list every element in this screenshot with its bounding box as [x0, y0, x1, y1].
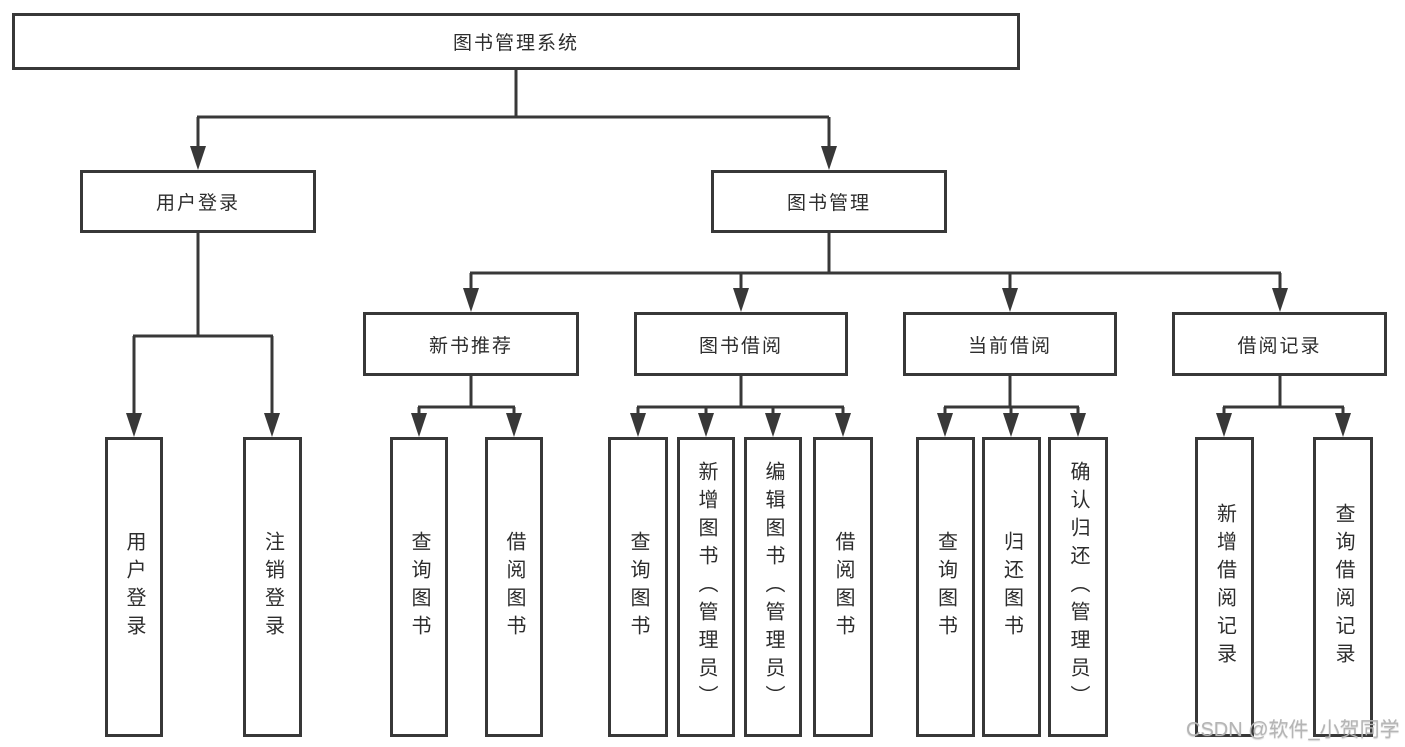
leaf-query-books-current-label: 查询图书	[934, 531, 957, 643]
connector-bookborrow-to-leaves	[630, 376, 851, 437]
node-book-borrow-label: 图书借阅	[698, 335, 783, 357]
leaf-user-login-label: 用户登录	[123, 531, 145, 643]
node-new-book-recommend-label: 新书推荐	[428, 335, 513, 357]
node-book-management: 图书管理	[711, 170, 947, 233]
node-user-login-label: 用户登录	[155, 193, 240, 214]
leaf-add-borrow-record-label: 新增借阅记录	[1213, 503, 1236, 671]
connector-root-to-level2	[190, 70, 837, 170]
leaf-query-books-recommend-label: 查询图书	[408, 531, 430, 643]
leaf-logout-label: 注销登录	[261, 531, 284, 643]
leaf-borrow-books-recommend: 借阅图书	[485, 437, 543, 737]
leaf-borrow-books-label: 借阅图书	[832, 531, 854, 643]
leaf-query-books-borrow: 查询图书	[608, 437, 668, 737]
connector-bookmgmt-to-level3	[463, 233, 1288, 312]
leaf-user-login: 用户登录	[105, 437, 163, 737]
node-user-login: 用户登录	[80, 170, 316, 233]
leaf-borrow-books: 借阅图书	[813, 437, 873, 737]
connector-userlogin-to-leaves	[126, 233, 280, 437]
leaf-edit-books-admin: 编辑图书（管理员）	[744, 437, 802, 737]
node-book-management-label: 图书管理	[786, 193, 871, 214]
node-book-borrow: 图书借阅	[634, 312, 848, 376]
leaf-return-books: 归还图书	[982, 437, 1041, 737]
node-root-label: 图书管理系统	[452, 33, 579, 54]
leaf-borrow-books-recommend-label: 借阅图书	[503, 531, 525, 643]
leaf-query-borrow-record: 查询借阅记录	[1313, 437, 1373, 737]
connector-borrowrecord-to-leaves	[1216, 376, 1351, 437]
leaf-logout: 注销登录	[243, 437, 302, 737]
leaf-query-books-borrow-label: 查询图书	[627, 531, 649, 643]
leaf-add-books-admin: 新增图书（管理员）	[677, 437, 735, 737]
node-borrow-records: 借阅记录	[1172, 312, 1387, 376]
leaf-edit-books-admin-label: 编辑图书（管理员）	[762, 461, 784, 713]
leaf-query-books-current: 查询图书	[916, 437, 975, 737]
leaf-query-borrow-record-label: 查询借阅记录	[1332, 503, 1354, 671]
node-current-borrow: 当前借阅	[903, 312, 1117, 376]
leaf-add-borrow-record: 新增借阅记录	[1195, 437, 1254, 737]
csdn-watermark: CSDN @软件_小贺同学	[1186, 719, 1400, 741]
node-borrow-records-label: 借阅记录	[1237, 335, 1322, 357]
leaf-query-books-recommend: 查询图书	[390, 437, 448, 737]
leaf-return-books-label: 归还图书	[1000, 531, 1023, 643]
connector-newbook-to-leaves	[411, 376, 522, 437]
leaf-confirm-return-admin-label: 确认归还（管理员）	[1067, 461, 1089, 713]
connector-currentborrow-to-leaves	[937, 376, 1086, 437]
node-root: 图书管理系统	[12, 13, 1020, 70]
node-new-book-recommend: 新书推荐	[363, 312, 579, 376]
node-current-borrow-label: 当前借阅	[967, 335, 1052, 357]
leaf-add-books-admin-label: 新增图书（管理员）	[695, 461, 717, 713]
leaf-confirm-return-admin: 确认归还（管理员）	[1048, 437, 1108, 737]
